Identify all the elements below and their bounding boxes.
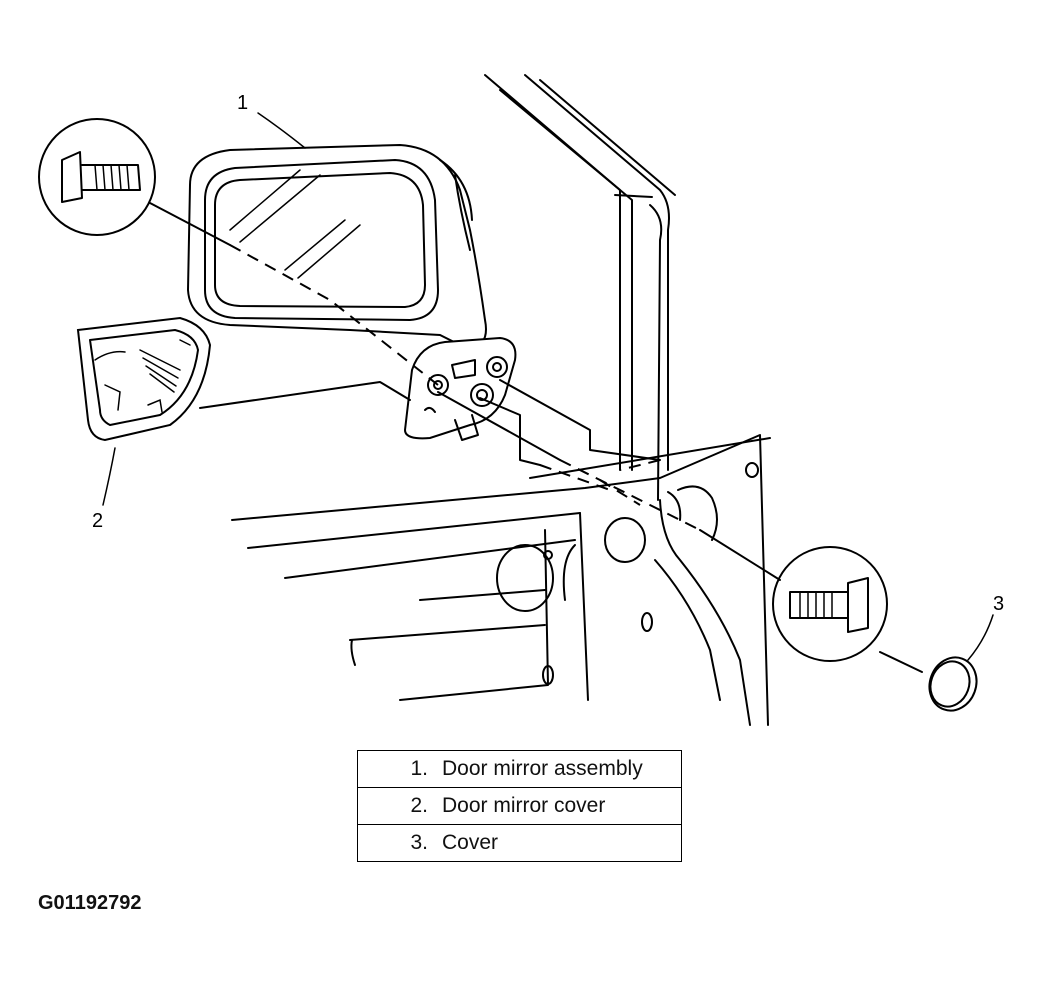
cover-cap xyxy=(928,656,978,712)
legend-text: Door mirror assembly xyxy=(442,757,643,780)
bolt-icon xyxy=(789,577,869,633)
figure-id: G01192792 xyxy=(38,892,142,914)
legend-text: Door mirror cover xyxy=(442,787,682,825)
assembly-lines xyxy=(149,202,923,673)
callout-leaders xyxy=(102,112,994,661)
legend-row: 2. Door mirror cover xyxy=(357,787,682,825)
bolt-detail-lower xyxy=(772,546,888,662)
legend-row: 3. Cover xyxy=(357,824,682,862)
legend-row: 1. Door mirror assembly xyxy=(358,751,682,788)
callout-3: 3 xyxy=(993,593,1005,615)
mirror-mount-base xyxy=(403,336,517,441)
door-panel xyxy=(231,434,771,726)
door-window-frame xyxy=(484,74,676,501)
legend-text: Cover xyxy=(442,824,682,862)
bolt-detail-upper xyxy=(38,118,156,236)
door-mirror-cover xyxy=(76,316,212,442)
bolt-icon xyxy=(61,151,141,203)
door-mirror-assembly xyxy=(186,143,487,352)
callout-1: 1 xyxy=(237,92,249,114)
callout-2: 2 xyxy=(92,510,104,532)
legend-number: 3. xyxy=(357,824,442,862)
legend-number: 2. xyxy=(357,787,442,825)
parts-legend-table: 1. Door mirror assembly 2. Door mirror c… xyxy=(357,750,682,862)
legend-number: 1. xyxy=(410,757,428,780)
